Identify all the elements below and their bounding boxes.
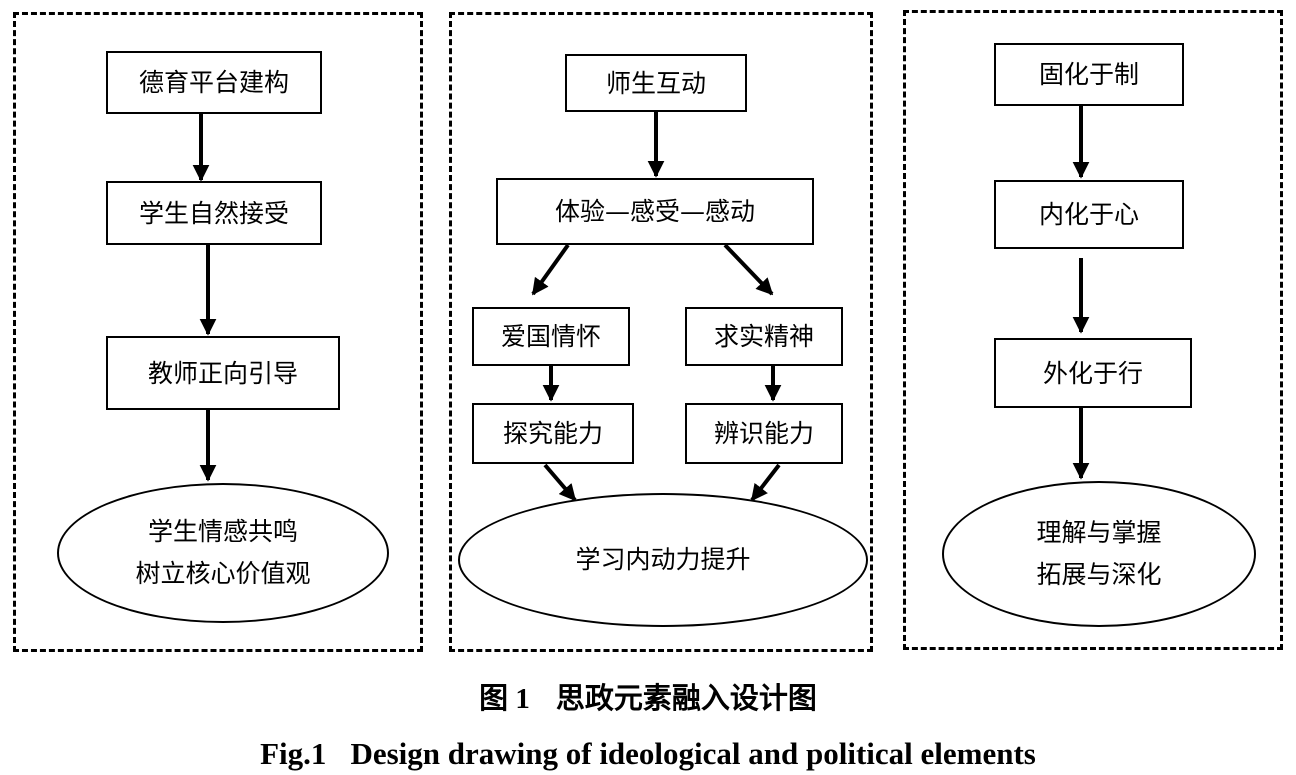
box-externalize: 外化于行 bbox=[994, 338, 1192, 408]
oval-understanding: 理解与掌握 拓展与深化 bbox=[942, 481, 1256, 627]
arrow-middle-split-right bbox=[723, 243, 774, 296]
box-institutionalize: 固化于制 bbox=[994, 43, 1184, 106]
box-teacher-student-interaction: 师生互动 bbox=[565, 54, 747, 112]
oval-left-line2: 树立核心价值观 bbox=[135, 559, 311, 588]
box-discernment-ability: 辨识能力 bbox=[685, 403, 843, 464]
caption-cn-title: 思政元素融入设计图 bbox=[555, 681, 817, 715]
oval-learning-motivation: 学习内动力提升 bbox=[458, 493, 868, 627]
panel-middle bbox=[449, 12, 873, 652]
caption-en-title: Design drawing of ideological and politi… bbox=[350, 736, 1036, 771]
box-student-acceptance: 学生自然接受 bbox=[106, 181, 322, 245]
box-experience-feeling: 体验—感受—感动 bbox=[496, 178, 814, 245]
panel-right bbox=[903, 10, 1283, 650]
box-teacher-guidance: 教师正向引导 bbox=[106, 336, 340, 410]
oval-student-resonance: 学生情感共鸣 树立核心价值观 bbox=[57, 483, 389, 623]
arrow-middle-join-left bbox=[543, 463, 577, 502]
oval-middle-text: 学习内动力提升 bbox=[575, 544, 751, 574]
oval-left-line1: 学生情感共鸣 bbox=[147, 516, 298, 546]
caption-cn-number: 图 1 bbox=[479, 683, 530, 715]
box-moral-platform: 德育平台建构 bbox=[106, 51, 322, 114]
caption-en-number: Fig.1 bbox=[260, 736, 327, 771]
oval-right-line2: 拓展与深化 bbox=[1036, 560, 1162, 589]
panel-left bbox=[13, 12, 423, 652]
arrow-middle-split-left bbox=[531, 243, 570, 296]
caption-english: Fig.1 Design drawing of ideological and p… bbox=[0, 738, 1296, 769]
caption-chinese: 图 1 思政元素融入设计图 bbox=[0, 684, 1296, 714]
oval-right-line1: 理解与掌握 bbox=[1036, 517, 1162, 547]
box-internalize: 内化于心 bbox=[994, 180, 1184, 249]
box-inquiry-ability: 探究能力 bbox=[472, 403, 634, 464]
box-patriotism: 爱国情怀 bbox=[472, 307, 630, 366]
box-pragmatism: 求实精神 bbox=[685, 307, 843, 366]
arrow-middle-join-right bbox=[750, 463, 781, 502]
